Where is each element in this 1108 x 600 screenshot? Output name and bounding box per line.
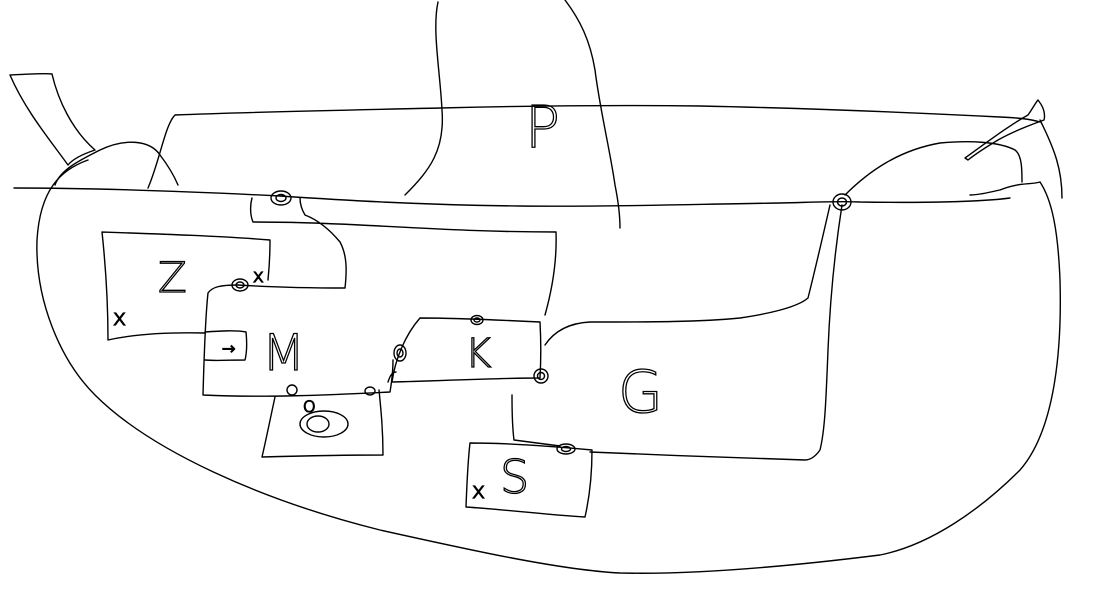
junction-m-k [393, 344, 407, 362]
junction-p-left [270, 190, 292, 206]
g-region-boundary [544, 204, 831, 346]
o-region-box [261, 389, 384, 458]
region-label-g: G [618, 358, 663, 426]
p-region-top-edge [147, 104, 1041, 189]
junction-k-top [470, 314, 484, 326]
z-region-box [101, 231, 271, 341]
region-label-s: S [500, 450, 529, 504]
outer-boundary-upper-right [844, 141, 1023, 196]
g-region-right-edge [589, 204, 843, 461]
junction-s-top [556, 443, 576, 455]
junction-k-g [533, 368, 549, 384]
cross-mark-z-m: x [253, 266, 264, 287]
m-region-box [202, 284, 394, 397]
cross-mark-z: x [113, 306, 126, 331]
outer-boundary [36, 159, 1061, 574]
junction-markers [231, 190, 852, 455]
k-to-s-connector [511, 394, 561, 447]
region-label-p: P [525, 93, 560, 161]
junction-z-m [231, 278, 249, 292]
junction-m-o [286, 384, 298, 396]
top-right-tail-outline [964, 99, 1063, 199]
top-left-tail-outline [9, 72, 96, 166]
region-label-o: O [303, 397, 316, 416]
region-label-k: K [465, 331, 491, 377]
junction-p-right [832, 193, 852, 211]
main-horizontal-divider [13, 187, 1011, 207]
arrow-mark-m: → [222, 339, 235, 358]
o-region-inner-symbol [299, 410, 349, 438]
outer-boundary-upper-left [54, 141, 179, 186]
m-region-inner-box [204, 330, 248, 362]
region-label-m: M [262, 324, 305, 382]
mk-connector [387, 371, 397, 383]
p-region-center-lobe [404, 0, 621, 229]
s-region-box [465, 442, 593, 518]
region-label-z: Z [158, 253, 187, 302]
m-region-box-top [237, 197, 557, 316]
junction-o-k [364, 386, 376, 396]
cross-mark-s: x [472, 479, 485, 504]
